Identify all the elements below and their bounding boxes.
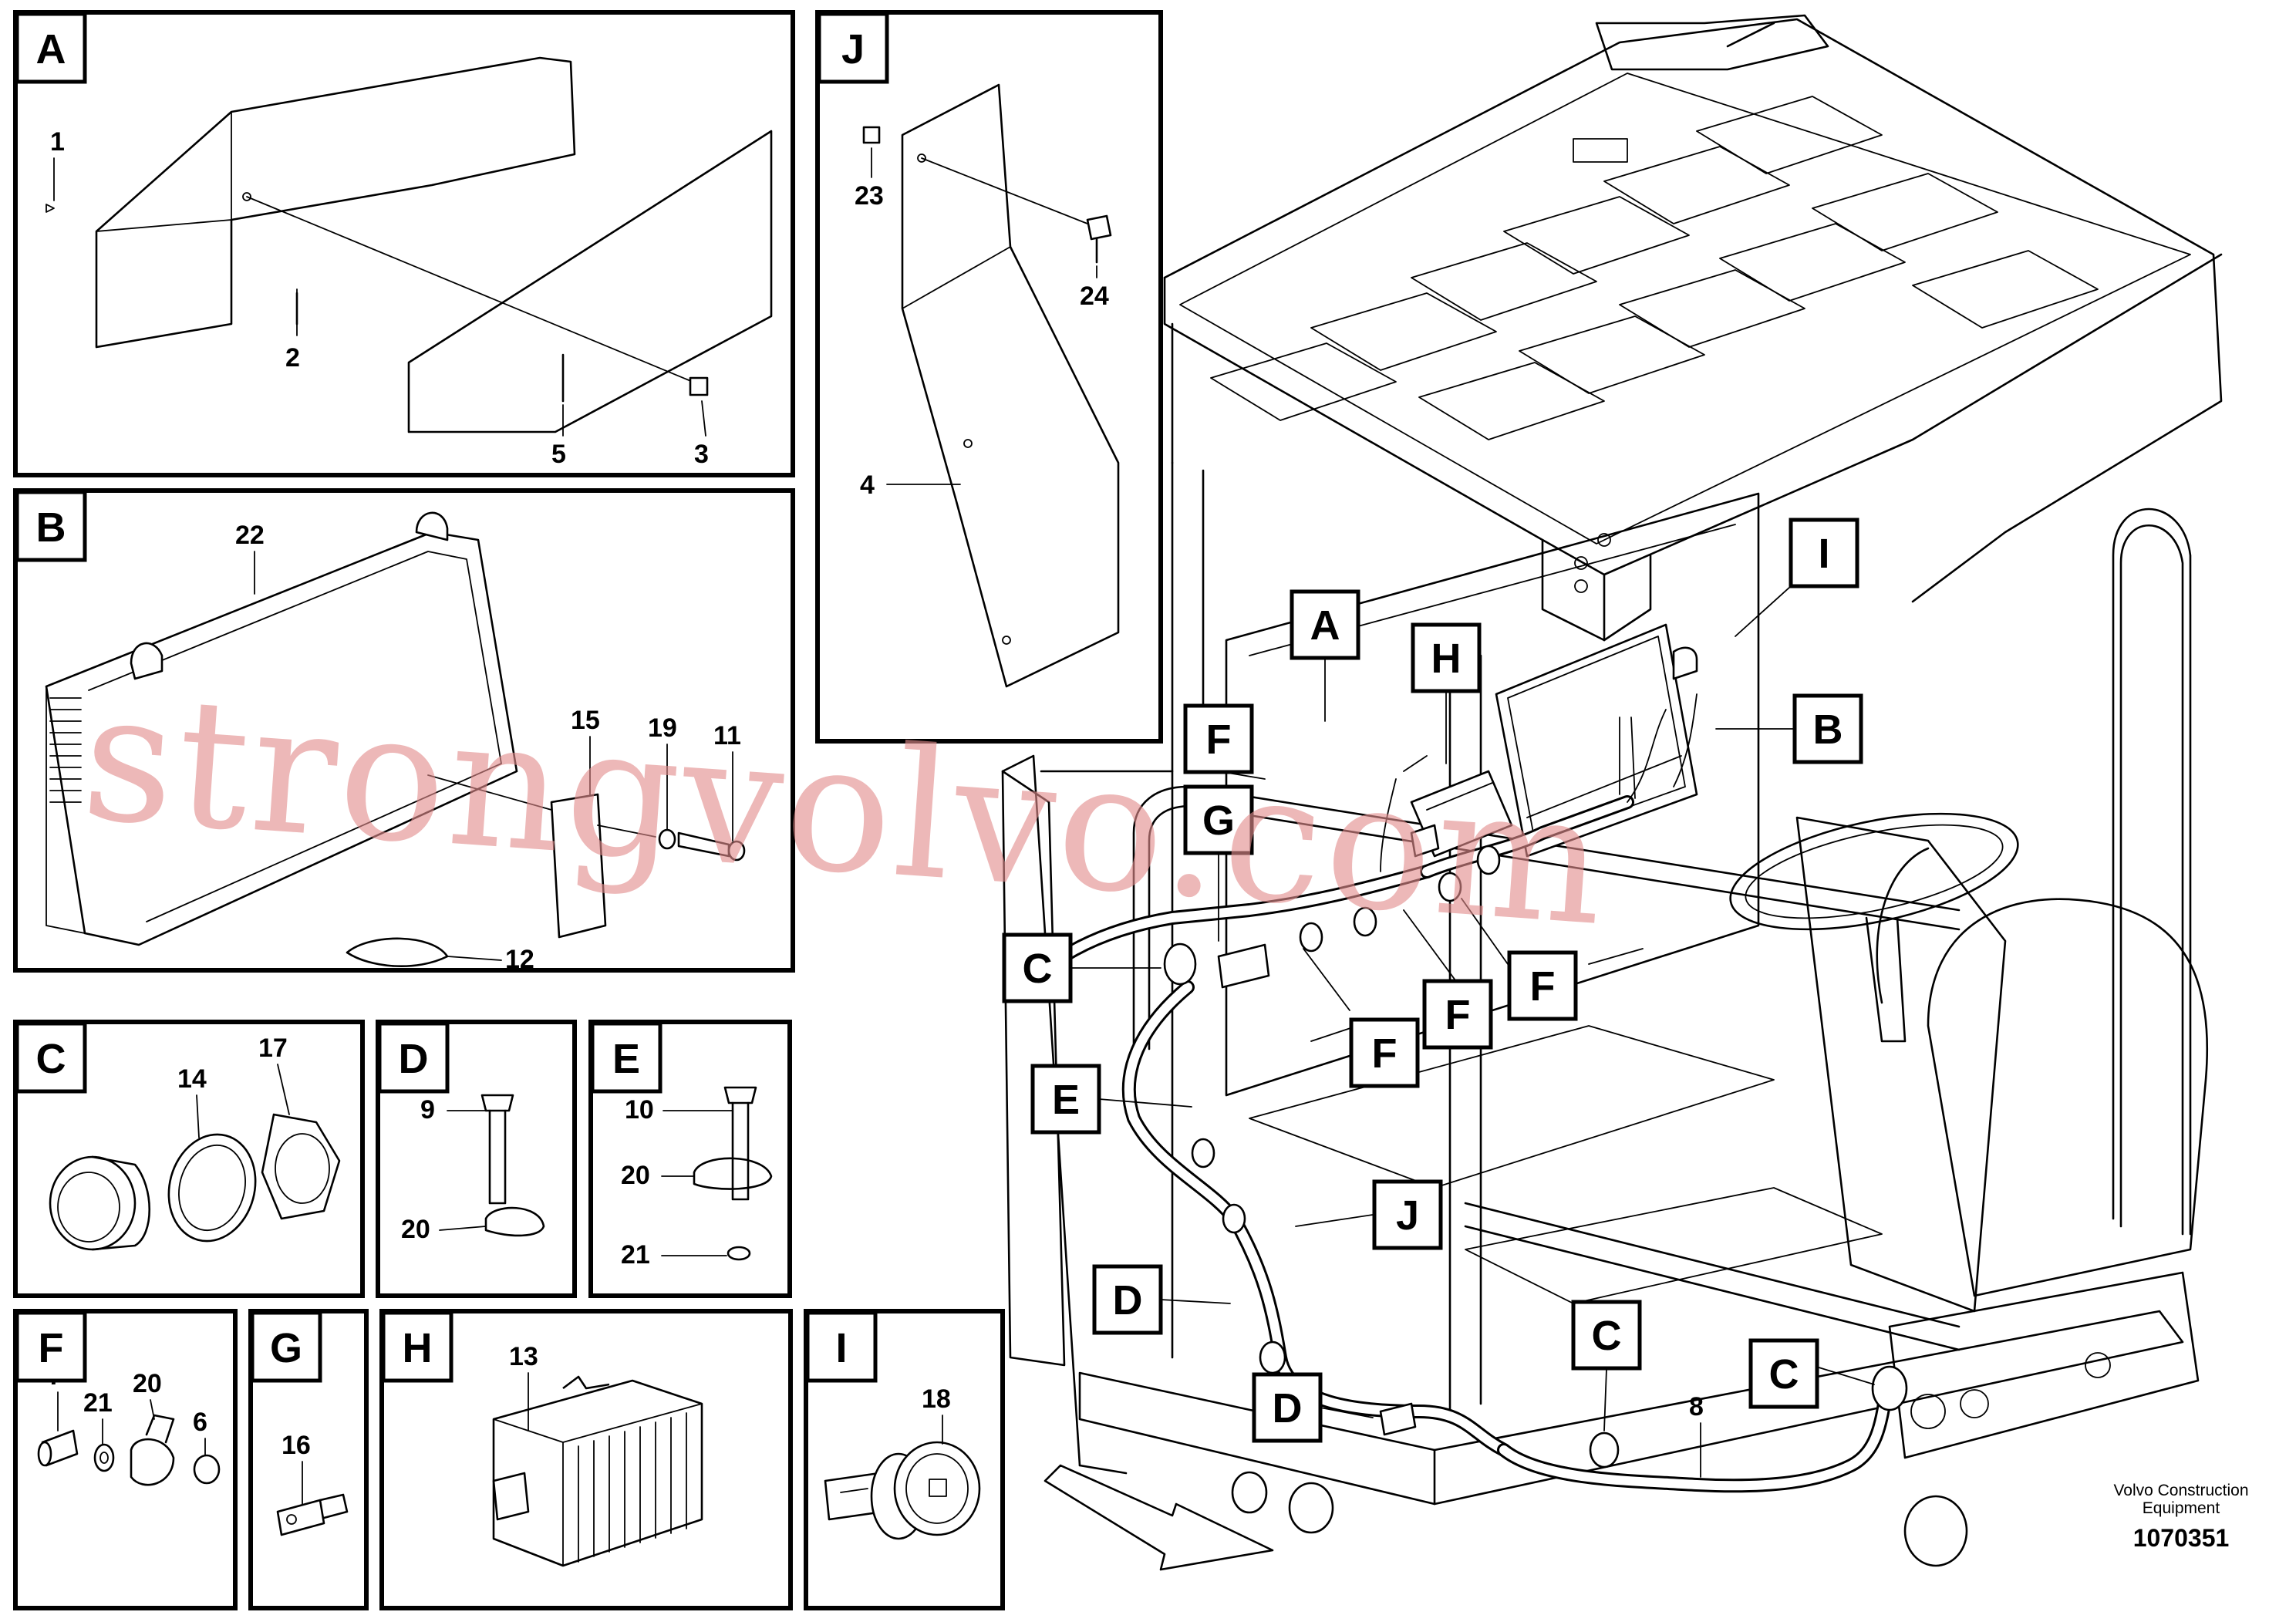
callout-d-2: D bbox=[1273, 1385, 1303, 1431]
drawing-number: 1070351 bbox=[2133, 1524, 2230, 1552]
part-label-21-e: 21 bbox=[621, 1240, 650, 1270]
callout-c-2: C bbox=[1592, 1313, 1622, 1359]
callout-b: B bbox=[1813, 706, 1843, 753]
part-label-20-f: 20 bbox=[133, 1369, 162, 1398]
callout-g: G bbox=[1202, 798, 1235, 844]
part-label-18: 18 bbox=[922, 1384, 951, 1414]
callout-i: I bbox=[1818, 531, 1829, 577]
panel-letter-c: C bbox=[36, 1036, 66, 1082]
panel-letter-h: H bbox=[403, 1325, 433, 1371]
part-label-19: 19 bbox=[648, 713, 677, 743]
main-callouts: A H I B F G C F F F bbox=[1002, 518, 1875, 1478]
part-label-8: 8 bbox=[1689, 1392, 1704, 1421]
panel-letter-d: D bbox=[399, 1036, 429, 1082]
callout-f-2: F bbox=[1372, 1030, 1397, 1077]
detail-panel-g: 16 G bbox=[248, 1309, 369, 1610]
company-name-line2: Equipment bbox=[2143, 1499, 2220, 1517]
callout-j: J bbox=[1396, 1192, 1419, 1239]
part-label-24: 24 bbox=[1080, 282, 1109, 311]
part-label-16: 16 bbox=[282, 1431, 311, 1460]
panel-letter-j: J bbox=[841, 26, 865, 73]
callout-f-4: F bbox=[1530, 963, 1556, 1010]
part-label-9: 9 bbox=[420, 1095, 435, 1125]
detail-panel-j: 23 24 4 J bbox=[815, 10, 1163, 744]
part-label-12: 12 bbox=[505, 945, 534, 974]
watermark-text: strongvolvo.com bbox=[76, 654, 1613, 966]
part-label-6: 6 bbox=[193, 1408, 207, 1437]
panel-letter-g: G bbox=[270, 1325, 302, 1371]
company-name-line1: Volvo Construction bbox=[2113, 1482, 2248, 1499]
part-label-23: 23 bbox=[855, 181, 884, 211]
panel-letter-i: I bbox=[835, 1325, 847, 1371]
panel-letter-b: B bbox=[36, 504, 66, 551]
part-label-11: 11 bbox=[713, 721, 741, 750]
part-label-17: 17 bbox=[258, 1034, 288, 1063]
detail-panel-d: 9 20 D bbox=[376, 1020, 577, 1298]
callout-c-1: C bbox=[1023, 946, 1053, 992]
part-label-14: 14 bbox=[177, 1064, 207, 1094]
direction-arrow-icon bbox=[1043, 1464, 1274, 1571]
part-label-2: 2 bbox=[285, 343, 300, 373]
detail-panel-i: 18 I bbox=[804, 1309, 1005, 1610]
part-label-21-f: 21 bbox=[83, 1388, 113, 1418]
panel-letter-e: E bbox=[612, 1036, 640, 1082]
part-label-1: 1 bbox=[50, 127, 65, 157]
part-label-13: 13 bbox=[509, 1342, 538, 1371]
part-label-3: 3 bbox=[694, 440, 709, 469]
main-assembly-drawing bbox=[1001, 14, 2223, 1567]
detail-panel-e: 10 20 21 E bbox=[588, 1020, 792, 1298]
detail-panel-f: 7 21 20 6 F bbox=[13, 1309, 238, 1610]
part-label-20-d: 20 bbox=[401, 1215, 430, 1244]
callout-h: H bbox=[1431, 636, 1462, 682]
callout-a: A bbox=[1310, 602, 1340, 649]
panel-letter-a: A bbox=[36, 26, 66, 73]
part-label-15: 15 bbox=[571, 706, 600, 735]
part-label-4: 4 bbox=[860, 470, 875, 500]
callout-c-3: C bbox=[1769, 1351, 1799, 1398]
part-label-22: 22 bbox=[235, 521, 265, 550]
callout-e: E bbox=[1052, 1077, 1080, 1123]
callout-f-3: F bbox=[1445, 992, 1471, 1038]
panel-letter-f: F bbox=[39, 1325, 64, 1371]
part-label-10: 10 bbox=[625, 1095, 654, 1125]
detail-panel-c: 14 17 C bbox=[13, 1020, 365, 1298]
detail-panel-h: 13 H bbox=[379, 1309, 793, 1610]
callout-d-1: D bbox=[1113, 1277, 1143, 1324]
callout-f-1: F bbox=[1206, 717, 1232, 763]
detail-panel-b: 22 15 19 11 12 B bbox=[13, 488, 795, 974]
part-label-20-e: 20 bbox=[621, 1161, 650, 1190]
detail-panel-a: 1 2 5 3 A bbox=[13, 10, 795, 477]
part-label-5: 5 bbox=[551, 440, 566, 469]
